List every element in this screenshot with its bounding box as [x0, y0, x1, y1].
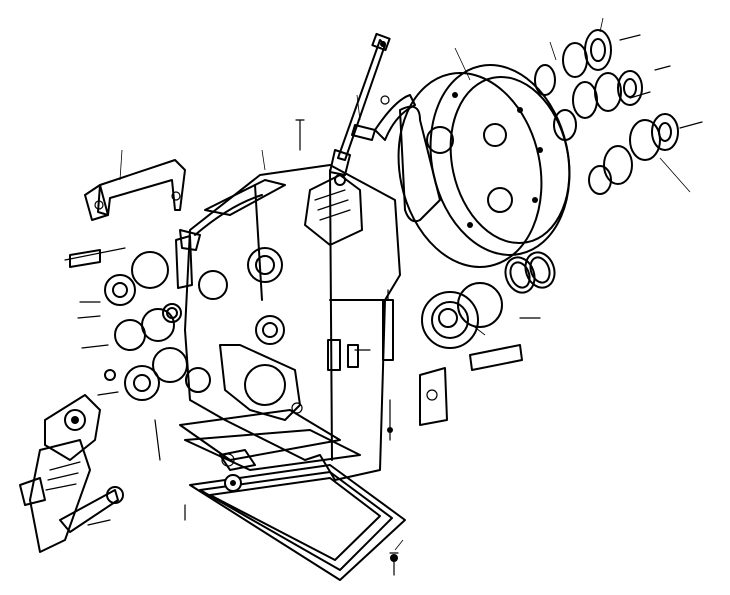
seal-rings	[419, 251, 556, 426]
control-rod-assembly	[329, 32, 391, 186]
oil-pan-assembly	[179, 409, 406, 581]
right-flange-stack	[534, 29, 703, 195]
drive-adapter	[19, 394, 124, 553]
main-housing	[179, 164, 401, 481]
left-bearing-stack	[64, 235, 211, 401]
support-bracket	[84, 159, 186, 221]
large-cover-plate	[374, 64, 571, 268]
leader-lines	[119, 17, 691, 551]
fastener-studs	[154, 119, 541, 521]
